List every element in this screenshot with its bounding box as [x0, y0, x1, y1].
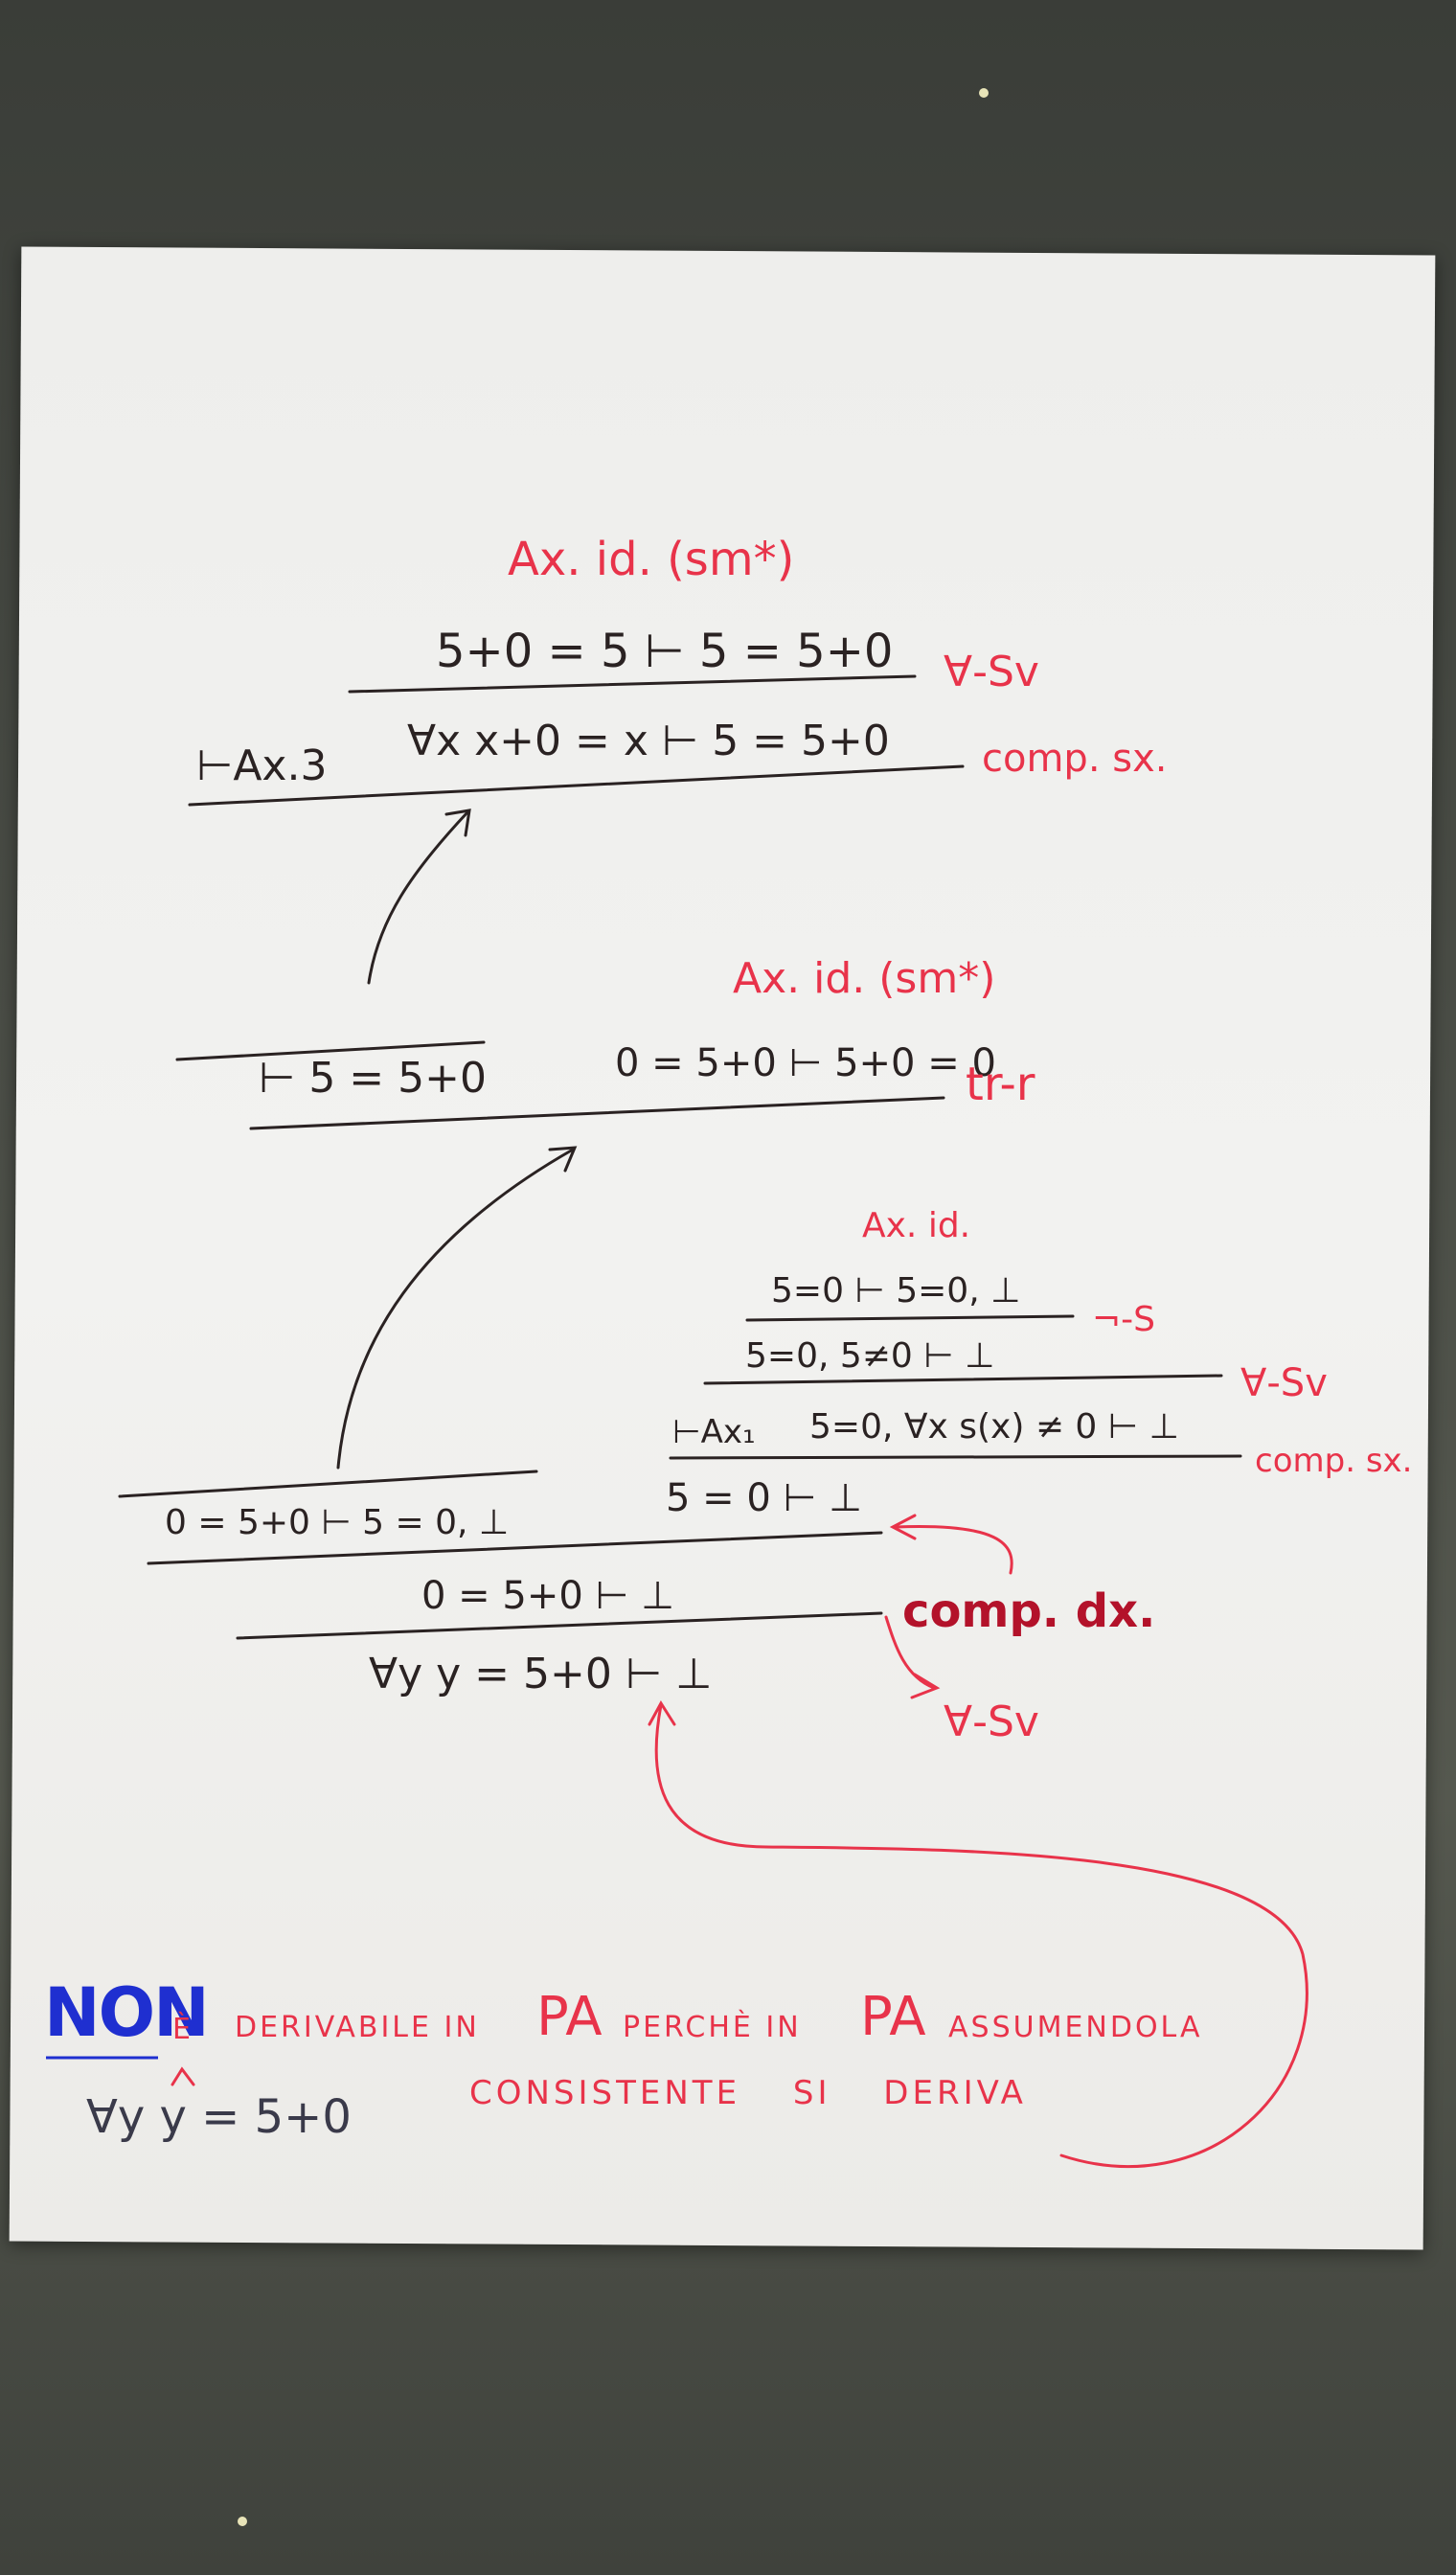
inference-line	[236, 1611, 883, 1640]
rule-axid-2: Ax. id. (sm*)	[733, 954, 996, 1003]
rule-comp-dx: comp. dx.	[902, 1584, 1156, 1638]
red-caret	[171, 2066, 195, 2086]
sequent-1: 5+0 = 5 ⊢ 5 = 5+0	[436, 625, 894, 678]
inference-line	[147, 1531, 883, 1565]
rule-forall-sv-1: ∀-Sv	[944, 648, 1039, 696]
rule-neg-s: ¬-S	[1092, 1300, 1156, 1339]
note-line1-a: DERIVABILE IN	[235, 2011, 480, 2044]
inference-line	[745, 1314, 1075, 1322]
note-pa-2: PA	[860, 1986, 926, 2048]
arrow-head	[548, 1146, 578, 1173]
note-formula: ∀y y = 5+0	[86, 2090, 352, 2144]
sequent-3-right: 0 = 5+0 ⊢ 5+0 = 0	[615, 1041, 996, 1085]
arrow-head	[889, 1514, 917, 1540]
inference-line	[669, 1454, 1242, 1460]
note-e: È	[172, 2013, 191, 2046]
sequent-4: 5=0 ⊢ 5=0, ⊥	[771, 1271, 1021, 1310]
thumbtack	[238, 2517, 247, 2526]
arrow-head	[648, 1700, 676, 1726]
sequent-7-left: 0 = 5+0 ⊢ 5 = 0, ⊥	[165, 1503, 510, 1542]
arrow-head	[910, 1673, 941, 1699]
sequent-5: 5=0, 5≠0 ⊢ ⊥	[745, 1336, 995, 1376]
inference-line	[703, 1374, 1223, 1385]
sequent-7-right: 5 = 0 ⊢ ⊥	[666, 1476, 862, 1520]
thumbtack	[979, 88, 989, 98]
arrow-up-2	[336, 1148, 575, 1470]
inference-line	[249, 1096, 945, 1130]
red-arrow-forall	[884, 1615, 936, 1690]
arrow-head	[444, 809, 471, 837]
sequent-3-left: ⊢ 5 = 5+0	[259, 1054, 488, 1103]
sequent-2-left: ⊢Ax.3	[196, 741, 328, 790]
arrow-up-1	[367, 810, 469, 985]
rule-axid-3: Ax. id.	[862, 1206, 971, 1245]
rule-comp-sx-2: comp. sx.	[1255, 1442, 1413, 1480]
sequent-6-left: ⊢Ax₁	[672, 1413, 756, 1451]
note-non: NON	[44, 1973, 210, 2052]
sequent-9: ∀y y = 5+0 ⊢ ⊥	[369, 1650, 713, 1698]
inference-line	[188, 764, 965, 807]
rule-comp-sx-1: comp. sx.	[982, 737, 1168, 781]
red-arrow-comp	[894, 1524, 1013, 1575]
rule-axid-1: Ax. id. (sm*)	[508, 533, 795, 586]
sequent-2: ∀x x+0 = x ⊢ 5 = 5+0	[407, 717, 890, 765]
note-pa-1: PA	[536, 1986, 603, 2048]
note-line1-b: PERCHÈ IN	[623, 2011, 802, 2044]
rule-forall-sv-2: ∀-Sv	[1240, 1361, 1328, 1405]
sequent-8: 0 = 5+0 ⊢ ⊥	[421, 1574, 674, 1618]
sequent-6: 5=0, ∀x s(x) ≠ 0 ⊢ ⊥	[809, 1407, 1179, 1447]
rule-tr-r: tr-r	[966, 1058, 1035, 1111]
note-line1-c: ASSUMENDOLA	[948, 2011, 1203, 2044]
rule-forall-sv-3: ∀-Sv	[944, 1698, 1039, 1746]
red-long-arrow	[654, 1703, 1308, 2168]
inference-line	[118, 1470, 538, 1498]
inference-line	[175, 1040, 486, 1061]
note-line2: CONSISTENTE SI DERIVA	[469, 2074, 1027, 2112]
inference-line	[348, 674, 917, 694]
